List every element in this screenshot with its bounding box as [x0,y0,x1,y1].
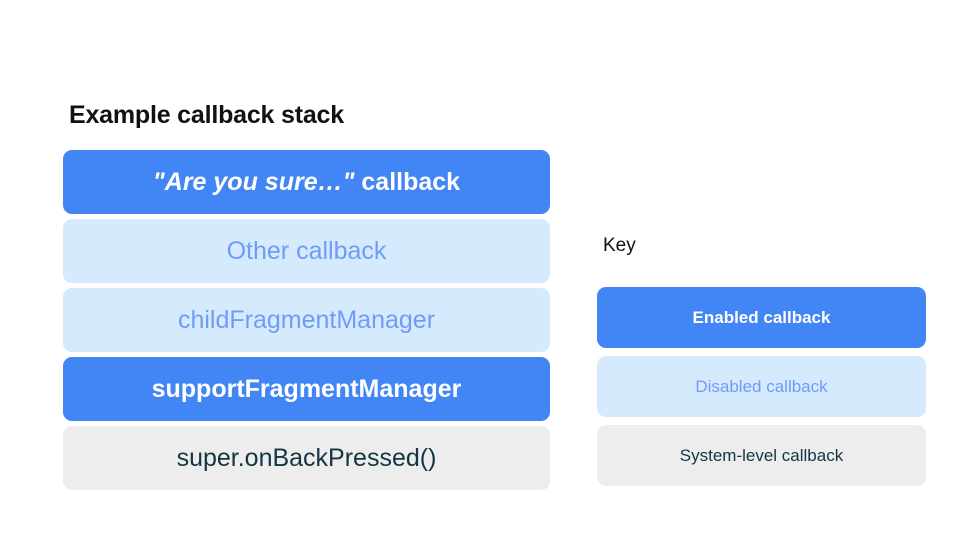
stack-item-other-callback[interactable]: Other callback [63,219,550,283]
stack-item-label: "Are you sure…" callback [153,168,460,196]
stack-item-label: Other callback [226,237,387,265]
stack-item-label-quoted: "Are you sure…" [152,168,355,196]
key-item-label: System-level callback [679,446,844,465]
key-item-enabled-callback: Enabled callback [597,287,926,348]
key-item-system-level-callback: System-level callback [597,425,926,486]
key-item-label: Disabled callback [695,377,828,396]
callback-stack-panel: Example callback stack "Are you sure…" c… [63,100,550,495]
stack-item-label: supportFragmentManager [151,375,462,403]
stack-item-label-tail: callback [354,168,461,196]
key-legend-panel: Key Enabled callback Disabled callback S… [597,234,926,494]
stack-item-child-fragment-manager[interactable]: childFragmentManager [63,288,550,352]
stack-item-support-fragment-manager[interactable]: supportFragmentManager [63,357,550,421]
stack-item-label: super.onBackPressed() [176,444,437,472]
key-title: Key [603,235,636,256]
stack-item-label: childFragmentManager [177,306,436,334]
page-title: Example callback stack [69,101,344,129]
stack-item-are-you-sure-callback[interactable]: "Are you sure…" callback [63,150,550,214]
stack-item-super-on-back-pressed[interactable]: super.onBackPressed() [63,426,550,490]
key-item-label: Enabled callback [692,308,831,327]
key-item-disabled-callback: Disabled callback [597,356,926,417]
